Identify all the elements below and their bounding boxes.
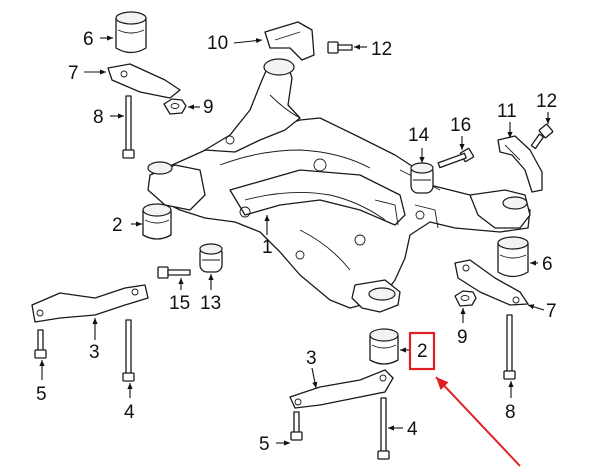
bushing-2-bottom [369, 328, 399, 365]
callout-3-bottom: 3 [306, 348, 317, 369]
bolt-8-right [503, 314, 516, 380]
highlight-box [408, 331, 436, 371]
callout-12-top: 12 [371, 39, 392, 60]
bushing-6-right [497, 236, 529, 278]
bracket-7-right [454, 259, 529, 306]
callout-8-right: 8 [505, 402, 516, 423]
bolt-16 [437, 147, 475, 169]
callout-5-left: 5 [36, 384, 47, 405]
bolt-8-left [122, 95, 135, 159]
bracket-3-bottom [289, 369, 394, 409]
callout-6-top: 6 [83, 29, 94, 50]
callout-3-left: 3 [89, 342, 100, 363]
callout-2-left: 2 [112, 215, 123, 236]
callout-6-right: 6 [542, 254, 553, 275]
callout-9-top: 9 [203, 97, 214, 118]
callout-9-right: 9 [457, 327, 468, 348]
callout-11: 11 [497, 101, 517, 122]
callout-16: 16 [450, 115, 471, 136]
rear-subframe [147, 58, 531, 313]
mount-13 [199, 243, 223, 273]
callout-4-left: 4 [124, 402, 135, 423]
bracket-7-left [107, 63, 181, 99]
callout-10: 10 [207, 33, 228, 54]
callout-5-bottom: 5 [259, 434, 270, 455]
callout-2-bottom: 2 [417, 341, 428, 362]
bolt-12-right [530, 123, 554, 150]
callout-4-bottom: 4 [407, 419, 418, 440]
bolt-12-top [327, 41, 353, 54]
mount-14 [410, 162, 434, 194]
callout-1: 1 [262, 237, 273, 258]
bolt-5-left [34, 329, 47, 359]
bolt-4-left [122, 319, 135, 382]
nut-9-top [163, 98, 187, 115]
bushing-6-top [115, 11, 147, 54]
leader-lines [39, 35, 551, 446]
bracket-11 [497, 135, 543, 193]
callout-13: 13 [200, 293, 221, 314]
callout-12-right: 12 [536, 91, 557, 112]
callout-15: 15 [169, 293, 190, 314]
bolt-5-bottom [290, 411, 303, 441]
callout-7-left: 7 [68, 63, 79, 84]
highlight-arrow [435, 376, 521, 467]
callout-8-left: 8 [93, 107, 104, 128]
callout-numbers: 6 10 12 7 8 9 11 12 14 16 2 1 6 15 13 7 … [36, 29, 557, 455]
bolt-15 [157, 266, 191, 279]
highlight-callout-2 [408, 331, 521, 467]
bracket-3-left [31, 284, 149, 323]
nut-9-right [454, 290, 477, 307]
bolt-4-bottom [377, 397, 390, 460]
callout-7-right: 7 [546, 301, 557, 322]
callout-14: 14 [408, 125, 430, 146]
bushing-2-left [142, 203, 172, 240]
bracket-10 [264, 21, 315, 61]
